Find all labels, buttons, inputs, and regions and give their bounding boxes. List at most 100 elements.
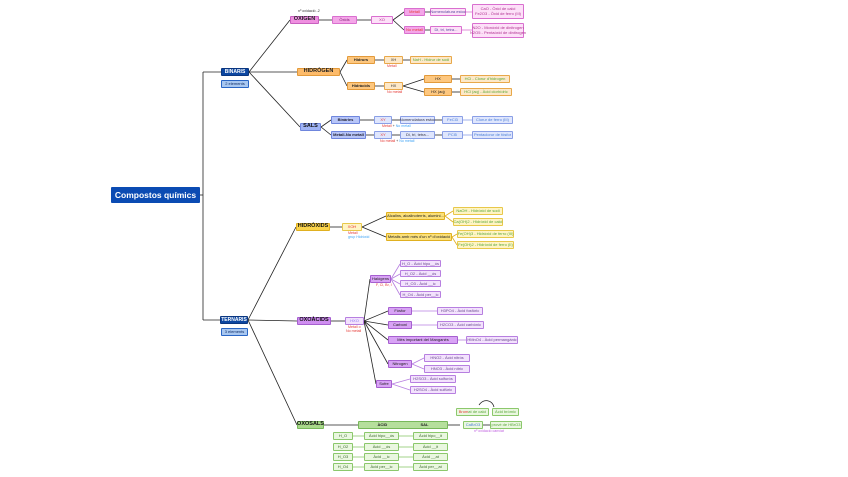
hidroxids-group2-example[interactable]: Fe(OH)2 - Hidròxid de ferro (II) bbox=[457, 241, 514, 249]
halogen-acid[interactable]: H_O3 - Àcid __ic bbox=[400, 280, 441, 287]
oxosal-row-formula[interactable]: H_O3 bbox=[333, 453, 353, 461]
oxigen-node[interactable]: OXIGEN bbox=[290, 16, 319, 24]
oxosal-row-acid[interactable]: Àcid __ic bbox=[364, 453, 399, 461]
halogens-node[interactable]: Halògens bbox=[370, 275, 391, 283]
oxosal-row-sal[interactable]: Àcid __it bbox=[413, 443, 448, 451]
oxosal-formula[interactable]: CaBrO3 bbox=[463, 421, 483, 429]
fosfor-node[interactable]: Fòsfor bbox=[388, 307, 412, 315]
oxoacids-note-a: Metall o bbox=[348, 325, 361, 329]
header-sal: SAL bbox=[420, 422, 429, 427]
oxoacids-node[interactable]: OXOÀCIDS bbox=[297, 317, 331, 325]
oxigen-note: nº oxidació -2 bbox=[298, 9, 320, 13]
note-b: No metall bbox=[395, 124, 411, 128]
oxosals-node[interactable]: OXOSALS bbox=[297, 421, 324, 429]
oxosal-row-acid[interactable]: Àcid __ós bbox=[364, 443, 399, 451]
oxosal-formula-note: nº oxidació canviat bbox=[474, 429, 504, 433]
hidroxids-note-b: grup Hidròxid bbox=[348, 235, 370, 239]
hidracid-aq-example[interactable]: HCl (aq) - Àcid clorhídric bbox=[460, 88, 512, 96]
note-sep: + bbox=[391, 124, 396, 128]
oxosal-row-sal[interactable]: Àcid per__at bbox=[413, 463, 448, 471]
oxosal-row-acid[interactable]: Àcid per__ic bbox=[364, 463, 399, 471]
nitrogen-acid[interactable]: HNO2 - Àcid nitrós bbox=[424, 354, 470, 362]
oxosals-header: ÀCID SAL bbox=[358, 421, 448, 429]
hidroxids-formula[interactable]: XOH bbox=[342, 223, 362, 231]
hidroxids-node[interactable]: HIDRÒXIDS bbox=[296, 223, 330, 231]
sals-binaries-example-formula[interactable]: FeCl3 bbox=[442, 116, 463, 124]
oxoacids-formula[interactable]: HXO bbox=[345, 317, 364, 325]
sals-metall-nometall-node[interactable]: Metall-No metall bbox=[331, 131, 366, 139]
hidracids-node[interactable]: Hidràcids bbox=[347, 82, 375, 90]
sofre-acid[interactable]: H2SO3 - Àcid sulfurós bbox=[410, 375, 456, 383]
root-node[interactable]: Compostos químics bbox=[111, 187, 200, 203]
hidroxids-group1-example[interactable]: NaOH - Hidròxid de sodi bbox=[453, 207, 503, 215]
hidrurs-note: Metall bbox=[387, 64, 397, 68]
oxosal-acid-origin[interactable]: Àcid bròmic bbox=[492, 408, 519, 416]
halogens-note: F, Cl, Br, I bbox=[376, 283, 392, 287]
sals-mnm-note: No metall + No metall bbox=[380, 139, 415, 144]
hidroxids-group2[interactable]: Metalls amb més d'un nº d'oxidació bbox=[386, 233, 452, 241]
oxosal-row-formula[interactable]: H_O4 bbox=[333, 463, 353, 471]
oxid-nometall-examples[interactable]: N2O - Monòxid de dinitrogen N2O5 - Penta… bbox=[470, 23, 526, 38]
hidracids-note: No metall bbox=[387, 90, 403, 94]
sals-binaries-note: Metall + No metall bbox=[382, 124, 411, 129]
oxoacids-note-b: No metall bbox=[346, 329, 362, 333]
hidracid-gas-example[interactable]: HCl - Clorur d'hidrogen bbox=[460, 75, 510, 83]
note-b: No metall bbox=[399, 139, 415, 143]
oxosal-row-sal[interactable]: Àcid __at bbox=[413, 453, 448, 461]
oxosal-result[interactable]: prové de HBrO3 bbox=[490, 421, 522, 429]
oxosal-row-formula[interactable]: H_O2 bbox=[333, 443, 353, 451]
oxid-nometall-naming[interactable]: Di, tri, tetra... bbox=[430, 26, 462, 34]
sals-mnm-naming[interactable]: Di, tri, tetra... bbox=[400, 131, 435, 139]
oxid-metall[interactable]: Metall bbox=[404, 8, 425, 16]
sofre-acid[interactable]: H2SO4 - Àcid sulfúric bbox=[410, 386, 456, 394]
oxosal-row-sal[interactable]: Àcid hipo__it bbox=[413, 432, 448, 440]
oxid-formula[interactable]: XO bbox=[371, 16, 393, 24]
halogen-acid[interactable]: H_O4 - Àcid per__ic bbox=[400, 291, 441, 298]
carboni-node[interactable]: Carboni bbox=[388, 321, 412, 329]
sals-node[interactable]: SALS bbox=[300, 123, 321, 131]
ternaris-node[interactable]: TERNARIS bbox=[220, 316, 248, 324]
hidrurs-example[interactable]: NaH - Hidrur de sodi bbox=[410, 56, 452, 64]
hidracids-formula[interactable]: HX bbox=[384, 82, 403, 90]
sals-binaries-formula[interactable]: XY bbox=[374, 116, 392, 124]
fosfor-example[interactable]: H3PO4 - Àcid fosfòric bbox=[437, 307, 483, 315]
sals-binaries-node[interactable]: Binàries bbox=[331, 116, 360, 124]
ternaris-sublabel: 3 elements bbox=[221, 328, 248, 336]
hidracid-aq[interactable]: HX (aq) bbox=[424, 88, 452, 96]
hidracid-gas[interactable]: HX bbox=[424, 75, 452, 83]
sals-mnm-example-name[interactable]: Pentaclorur de fòsfor bbox=[472, 131, 513, 139]
hidroxids-group1[interactable]: Alcalins, alcalinoterris, alumini... bbox=[386, 212, 445, 220]
oxosal-row-acid[interactable]: Àcid hipo__ós bbox=[364, 432, 399, 440]
sals-mnm-example-formula[interactable]: PCl5 bbox=[442, 131, 463, 139]
example-line: Fe2O3 - Òxid de ferro (III) bbox=[475, 11, 522, 16]
manganes-example[interactable]: HMnO4 - Àcid permangànic bbox=[466, 336, 518, 344]
hidroxids-group1-example[interactable]: Ca(OH)2 - Hidròxid de calci bbox=[453, 218, 503, 226]
binaris-sublabel: 2 elements bbox=[221, 80, 249, 88]
oxids-node[interactable]: Òxids bbox=[332, 16, 357, 24]
header-acid: ÀCID bbox=[377, 422, 388, 427]
oxid-metall-examples[interactable]: CaO - Òxid de calci Fe2O3 - Òxid de ferr… bbox=[472, 4, 524, 19]
oxid-nometall[interactable]: No metall bbox=[404, 26, 425, 34]
name-part-a: Brom bbox=[458, 409, 469, 414]
sals-mnm-formula[interactable]: XY bbox=[374, 131, 392, 139]
oxosal-row-formula[interactable]: H_O bbox=[333, 432, 353, 440]
oxid-metall-naming[interactable]: Nomenclatura estoc bbox=[430, 8, 466, 16]
halogen-acid[interactable]: H_O - Àcid hipo__ós bbox=[400, 260, 441, 267]
nitrogen-node[interactable]: Nitrogen bbox=[388, 360, 412, 368]
hidrogen-node[interactable]: HIDRÒGEN bbox=[297, 68, 340, 76]
carboni-example[interactable]: H2CO3 - Àcid carbònic bbox=[437, 321, 484, 329]
name-part-b: at de calci bbox=[468, 409, 487, 414]
sals-binaries-example-name[interactable]: Clorur de ferro (III) bbox=[472, 116, 513, 124]
hidroxids-group2-example[interactable]: Fe(OH)3 - Hidròxid de ferro (III) bbox=[457, 230, 514, 238]
binaris-node[interactable]: BINARIS bbox=[221, 68, 249, 76]
nitrogen-acid[interactable]: HNO3 - Àcid nítric bbox=[424, 365, 470, 373]
hidrurs-node[interactable]: Hidrurs bbox=[347, 56, 375, 64]
halogen-acid[interactable]: H_O2 - Àcid __ós bbox=[400, 270, 441, 277]
manganes-node[interactable]: Més important del Manganès bbox=[388, 336, 458, 344]
example-line: CaO - Òxid de calci bbox=[480, 6, 516, 11]
hidrurs-formula[interactable]: XH bbox=[384, 56, 403, 64]
sofre-node[interactable]: Sofre bbox=[376, 380, 392, 388]
sals-binaries-naming[interactable]: Nomenclatura estoc bbox=[399, 116, 436, 124]
